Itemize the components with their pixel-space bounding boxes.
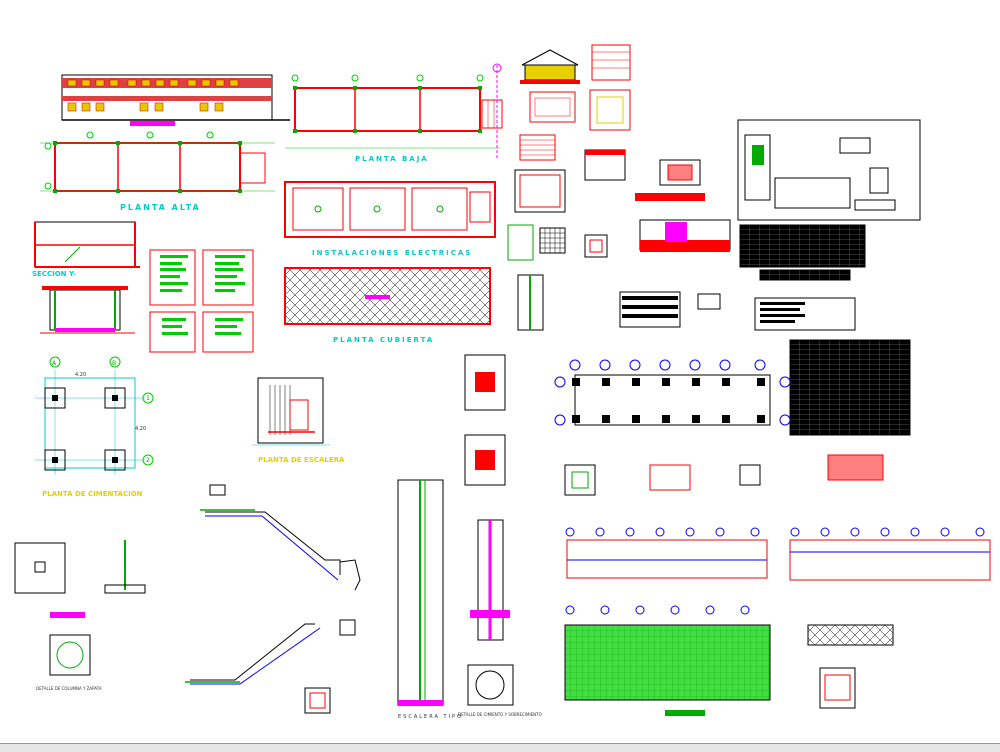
data-table-3 <box>789 339 911 436</box>
stair-section-upper <box>200 484 361 591</box>
front-elevation <box>61 74 290 126</box>
slab-green-plan <box>564 605 894 716</box>
upper-detail-grid <box>507 44 631 331</box>
axis-1: 1 <box>146 395 150 402</box>
beam-detail-row-1 <box>564 454 884 496</box>
beam-detail-row-2 <box>565 527 991 581</box>
label-escalera-tipo: ESCALERA TIPO <box>398 714 463 720</box>
planta-escalera <box>252 377 330 446</box>
tall-column-detail <box>397 479 444 706</box>
data-table-1 <box>739 224 866 281</box>
instalaciones-electricas-plan <box>284 181 496 238</box>
label-planta-cubierta: PLANTA CUBIERTA <box>333 336 434 344</box>
planta-cubierta-plan <box>284 267 491 325</box>
section-drawing-2 <box>40 286 135 334</box>
data-table-2 <box>619 291 856 331</box>
status-strip <box>0 743 1000 752</box>
label-planta-baja: PLANTA BAJA <box>355 155 429 163</box>
axis-2: 2 <box>146 457 150 464</box>
label-detalle-columna: DETALLE DE COLUMNA Y ZAPATA <box>36 686 102 691</box>
site-plan <box>737 119 921 221</box>
label-planta-alta: PLANTA ALTA <box>120 203 201 212</box>
section-drawing <box>34 221 140 268</box>
planta-alta-plan <box>40 131 275 193</box>
label-seccion: SECCION Y- <box>32 270 76 278</box>
footing-detail-red <box>635 159 731 252</box>
stair-section-lower <box>185 619 356 714</box>
label-planta-cimentacion: PLANTA DE CIMENTACION <box>42 490 143 498</box>
label-planta-escalera: PLANTA DE ESCALERA <box>258 456 345 464</box>
column-zapata-detail <box>14 540 146 676</box>
dim-vertical: 4.20 <box>135 426 146 432</box>
column-details-center <box>464 354 514 706</box>
dim-horizontal: 4.20 <box>75 372 86 378</box>
label-detalle-cimiento: DETALLE DE CIMIENTO Y SOBRECIMIENTO <box>458 712 542 717</box>
axis-a: A <box>52 360 57 367</box>
house-elevation-detail <box>519 49 580 161</box>
planta-cimentacion <box>35 356 154 475</box>
axis-b: B <box>112 360 116 367</box>
label-instalaciones: INSTALACIONES ELECTRICAS <box>312 249 472 257</box>
planta-baja-plan <box>285 63 503 160</box>
foundation-plan-right <box>554 359 791 426</box>
legend-tables <box>149 249 254 353</box>
